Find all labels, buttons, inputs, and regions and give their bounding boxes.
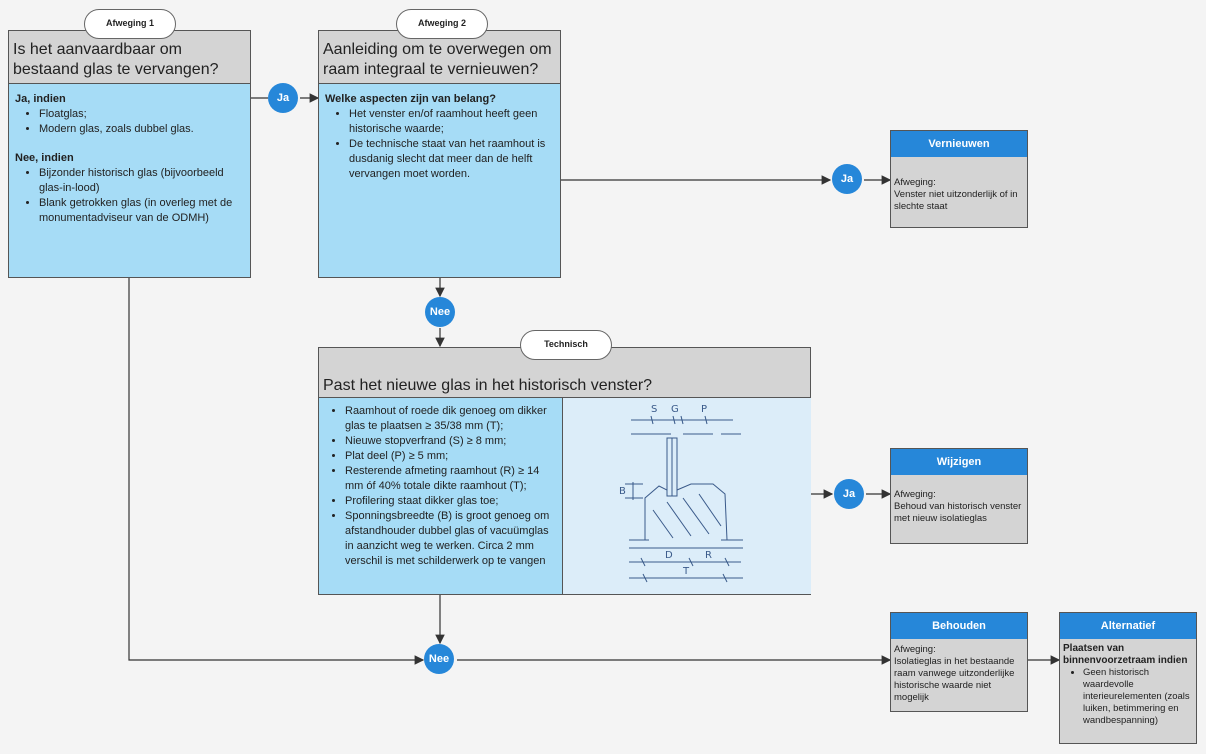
technical-box: Past het nieuwe glas in het historisch v… [318,347,811,595]
box2-body: Welke aspecten zijn van belang? Het vens… [319,84,560,277]
box1-nee-heading: Nee, indien [15,152,74,164]
alternatief-body: Plaatsen van binnenvoorzetraam indien Ge… [1060,639,1196,731]
behouden-text: Afweging: Isolatieglas in het bestaande … [894,644,1015,703]
wijzigen-title: Wijzigen [891,449,1027,475]
box2-heading: Welke aspecten zijn van belang? [325,93,496,105]
alternatief-item: Geen historisch waardevolle interieurele… [1083,667,1193,727]
sketch-label-b: B [619,486,626,497]
connector-nee: Nee [424,644,454,674]
connector-ja: Ja [832,164,862,194]
sketch-label-s: S [651,404,657,415]
box1-ja-heading: Ja, indien [15,93,66,105]
outcome-alternatief: Alternatief Plaatsen van binnenvoorzetra… [1059,612,1197,744]
decision-box-2: Aanleiding om te overwegen om raam integ… [318,30,561,278]
sketch-label-d: D [665,550,673,561]
box3-item: Sponningsbreedte (B) is groot genoeg om … [345,509,556,569]
box3-item: Plat deel (P) ≥ 5 mm; [345,449,556,464]
box2-item: De technische staat van het raamhout is … [349,137,554,182]
sketch-label-r: R [705,550,712,561]
box2-tag: Afweging 2 [396,9,488,39]
connector-ja: Ja [268,83,298,113]
window-profile-sketch: S G P B D R T [619,404,743,583]
outcome-behouden: Behouden Afweging: Isolatieglas in het b… [890,612,1028,712]
box1-body: Ja, indien Floatglas; Modern glas, zoals… [9,84,250,277]
alternatief-heading: Plaatsen van binnenvoorzetraam indien [1063,643,1188,666]
box1-nee-item: Blank getrokken glas (in overleg met de … [39,196,244,226]
box3-body: Raamhout of roede dik genoeg om dikker g… [319,398,562,594]
box3-item: Nieuwe stopverfrand (S) ≥ 8 mm; [345,434,556,449]
box1-nee-item: Bijzonder historisch glas (bijvoorbeeld … [39,166,244,196]
behouden-title: Behouden [891,613,1027,639]
window-sketch: S G P B D R T [562,398,811,594]
box1-tag: Afweging 1 [84,9,176,39]
wijzigen-text: Afweging: Behoud van historisch venster … [894,489,1022,524]
outcome-wijzigen: Wijzigen Afweging: Behoud van historisch… [890,448,1028,544]
line-box1-nee [128,278,425,665]
box2-item: Het venster en/of raamhout heeft geen hi… [349,107,554,137]
sketch-label-p: P [701,404,707,415]
box1-ja-item: Modern glas, zoals dubbel glas. [39,122,244,137]
box1-ja-item: Floatglas; [39,107,244,122]
vernieuwen-title: Vernieuwen [891,131,1027,157]
decision-box-1: Is het aanvaardbaar om bestaand glas te … [8,30,251,278]
outcome-vernieuwen: Vernieuwen Afweging: Venster niet uitzon… [890,130,1028,228]
sketch-label-t: T [682,566,690,577]
box1-title: Is het aanvaardbaar om bestaand glas te … [9,31,250,84]
box2-title: Aanleiding om te overwegen om raam integ… [319,31,560,84]
sketch-label-g: G [671,404,679,415]
box3-item: Resterende afmeting raamhout (R) ≥ 14 mm… [345,464,556,494]
alternatief-title: Alternatief [1060,613,1196,639]
box3-tag: Technisch [520,330,612,360]
vernieuwen-text: Afweging: Venster niet uitzonderlijk of … [894,177,1018,212]
box3-item: Raamhout of roede dik genoeg om dikker g… [345,404,556,434]
connector-nee: Nee [425,297,455,327]
connector-ja: Ja [834,479,864,509]
box3-item: Profilering staat dikker glas toe; [345,494,556,509]
